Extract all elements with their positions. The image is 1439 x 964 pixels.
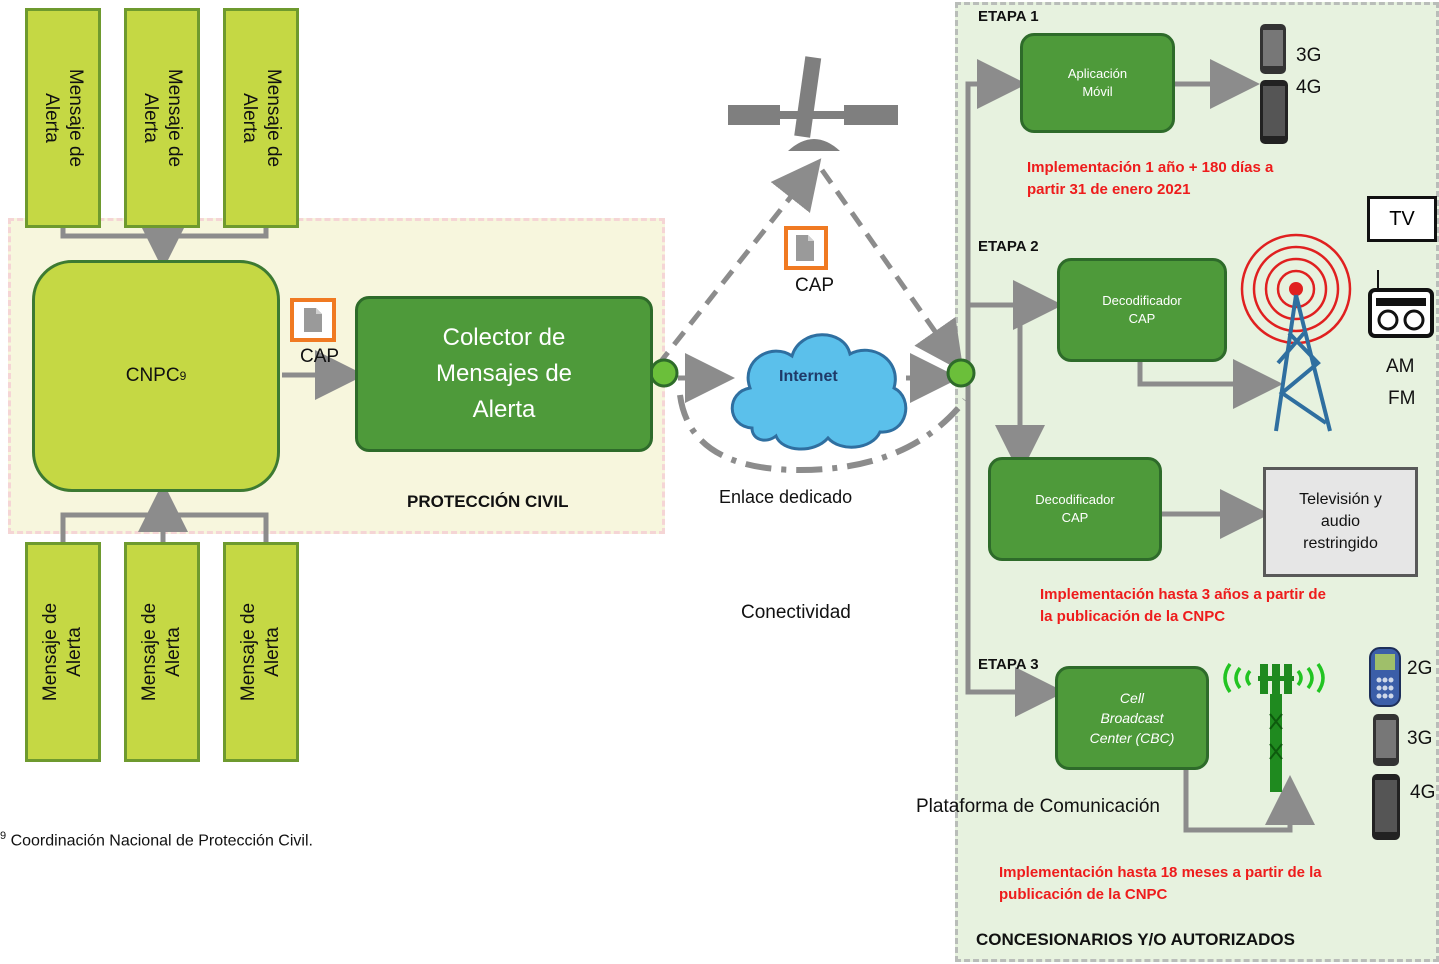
cap-label-2: CAP [795, 275, 835, 296]
concesionarios-label: CONCESIONARIOS Y/O AUTORIZADOS [976, 930, 1295, 949]
etapa2-label: ETAPA 2 [978, 238, 1039, 255]
footnote: 9 Coordinación Nacional de Protección Ci… [0, 830, 313, 850]
etapa1-net-3g: 3G [1296, 45, 1322, 66]
tv-icon: TV [1367, 196, 1437, 242]
etapa3-net-2g: 2G [1407, 658, 1433, 679]
fm-label: FM [1388, 388, 1416, 409]
cap-label-1: CAP [300, 346, 340, 367]
etapa3-note: Implementación hasta 18 meses a partir d… [999, 864, 1322, 903]
etapa1-label: ETAPA 1 [978, 8, 1039, 25]
collector-box: Colector de Mensajes de Alerta [355, 296, 653, 452]
cnpc-label: CNPC [125, 365, 180, 386]
smartphone-icon [1260, 24, 1288, 144]
etapa3-net-3g: 3G [1407, 728, 1433, 749]
etapa3-label: ETAPA 3 [978, 656, 1039, 673]
document-icon-satellite [784, 226, 828, 270]
document-icon [290, 298, 336, 342]
cloud-icon [730, 333, 908, 451]
etapa3-net-4g: 4G [1410, 782, 1436, 803]
satellite-icon [728, 56, 898, 151]
enlace-label: Enlace dedicado [719, 487, 853, 507]
radio-icon [1368, 270, 1434, 338]
feature-phone-icon [1369, 647, 1401, 707]
cell-tower-icon [1223, 662, 1325, 792]
etapa1-net-4g: 4G [1296, 77, 1322, 98]
am-label: AM [1386, 356, 1415, 377]
radio-tower-icon [1240, 233, 1352, 432]
internet-label: Internet [779, 368, 838, 385]
smartphone-icon-2 [1372, 714, 1400, 840]
cnpc-footnote-mark: 9 [179, 369, 187, 383]
plataforma-label: Plataforma de Comunicación [916, 796, 1160, 817]
proteccion-civil-label: PROTECCIÓN CIVIL [407, 492, 569, 511]
conectividad-label: Conectividad [741, 602, 851, 623]
